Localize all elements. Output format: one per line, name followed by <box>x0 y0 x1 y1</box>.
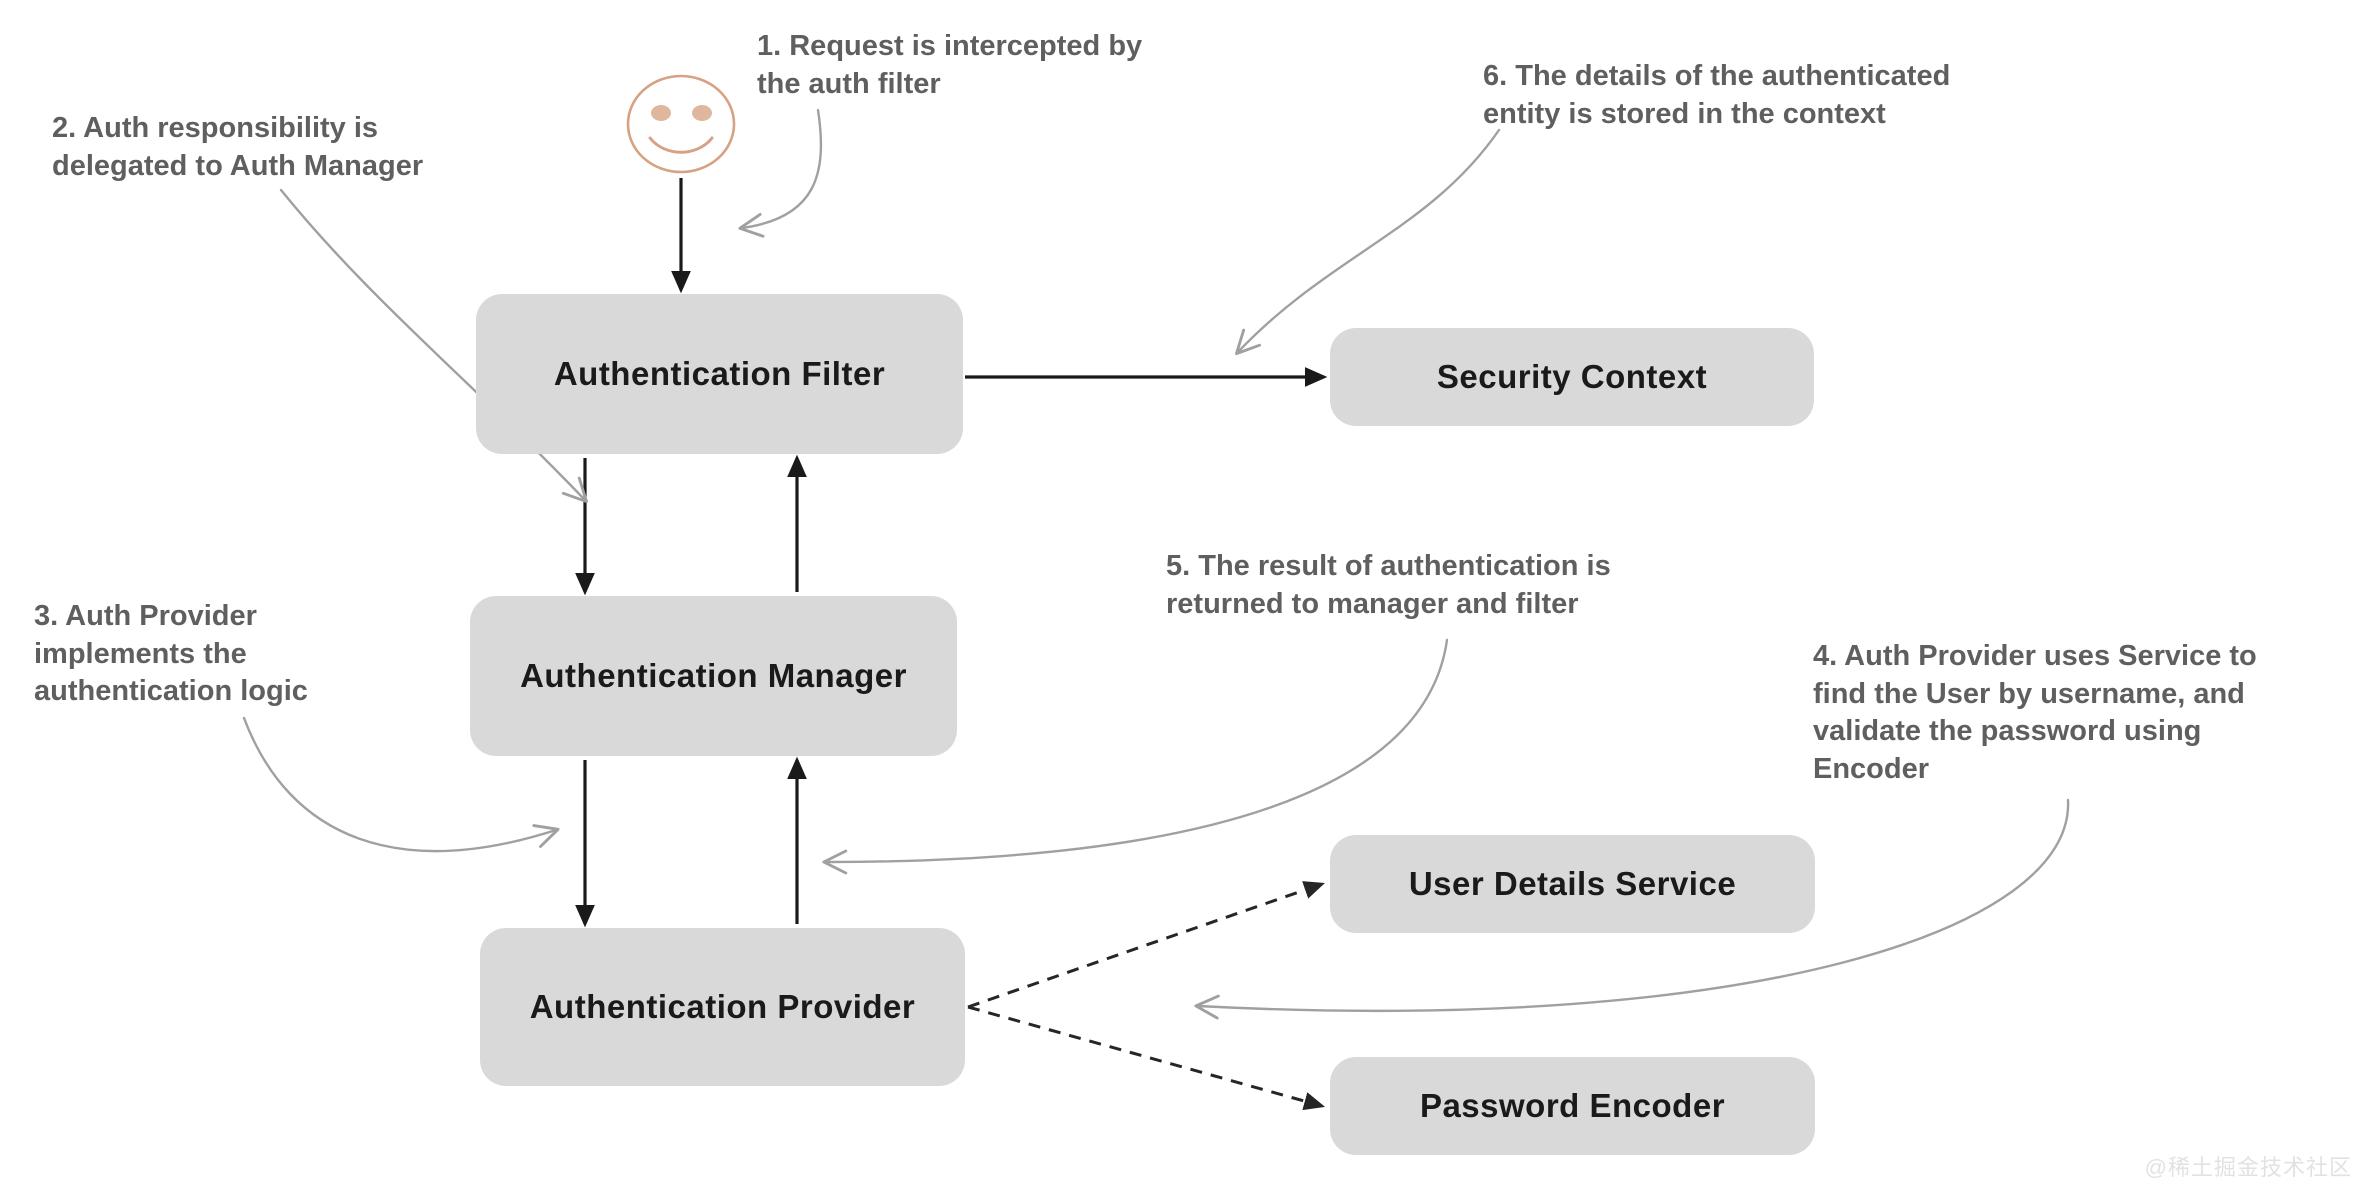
annotation-step-1: 1. Request is intercepted by the auth fi… <box>757 30 1143 100</box>
node-label-password-encoder: Password Encoder <box>1419 1087 1726 1124</box>
node-label-authentication-filter: Authentication Filter <box>553 355 886 392</box>
annotation-step-4: 4. Auth Provider uses Service to find th… <box>1813 640 2257 786</box>
smiley-face-icon <box>626 74 736 174</box>
node-label-user-details-service: User Details Service <box>1408 865 1737 902</box>
node-user-details-service[interactable]: User Details Service <box>1330 835 1815 933</box>
callout-leader-step-3 <box>242 716 560 853</box>
node-authentication-manager[interactable]: Authentication Manager <box>470 596 957 756</box>
node-label-security-context: Security Context <box>1436 358 1708 395</box>
node-label-authentication-manager: Authentication Manager <box>520 657 907 694</box>
node-password-encoder[interactable]: Password Encoder <box>1330 1057 1815 1155</box>
annotation-step-2: 2. Auth responsibility is delegated to A… <box>52 112 424 182</box>
node-authentication-provider[interactable]: Authentication Provider <box>480 928 965 1086</box>
flow-provider-to-password-encoder <box>967 1005 1326 1111</box>
callout-leader-step-4 <box>1194 798 2070 1020</box>
flow-provider-to-user-details-service <box>967 881 1325 1009</box>
callout-leader-step-5 <box>822 638 1449 875</box>
node-label-authentication-provider: Authentication Provider <box>529 988 916 1025</box>
callout-leader-step-1 <box>738 108 823 238</box>
node-security-context[interactable]: Security Context <box>1330 328 1814 426</box>
watermark: @稀土掘金技术社区 <box>2144 1155 2352 1180</box>
annotation-step-6: 6. The details of the authenticated enti… <box>1483 60 1951 130</box>
annotation-step-5: 5. The result of authentication is retur… <box>1166 550 1611 620</box>
node-authentication-filter[interactable]: Authentication Filter <box>476 294 963 454</box>
callout-leader-step-6 <box>1235 128 1501 356</box>
annotation-step-3: 3. Auth Provider implements the authenti… <box>34 600 308 708</box>
